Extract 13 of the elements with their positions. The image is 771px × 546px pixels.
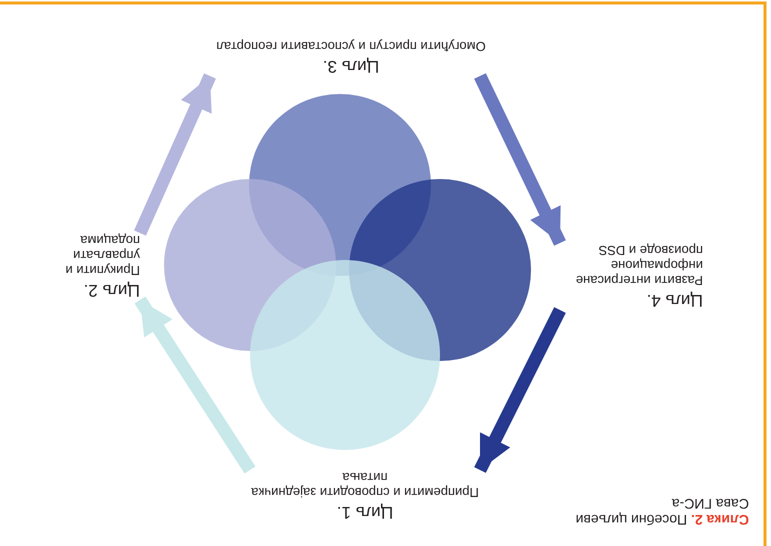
block-arrow bbox=[134, 296, 256, 474]
goal-heading: Циљ 3. bbox=[322, 56, 380, 76]
block-arrow bbox=[474, 307, 566, 473]
figure-caption: Слика 2. Посебни циљеви Сава ГИС-а bbox=[574, 496, 749, 528]
goal-heading: Циљ 4. bbox=[646, 290, 703, 310]
block-arrow bbox=[474, 73, 566, 246]
block-arrow bbox=[134, 73, 216, 236]
goal-heading: Циљ 2. bbox=[82, 280, 140, 300]
goal-description: Припремити и спроводити заједничка питања bbox=[250, 470, 480, 500]
goal-description: Омогућити приступ и успоставити геопортал bbox=[215, 39, 487, 54]
goal-description: Развити интегрисане информационе производе и DSS bbox=[574, 243, 703, 288]
goal-heading: Циљ 1. bbox=[336, 502, 394, 522]
goal-description: Прикупити и управљати подацима bbox=[64, 233, 140, 278]
